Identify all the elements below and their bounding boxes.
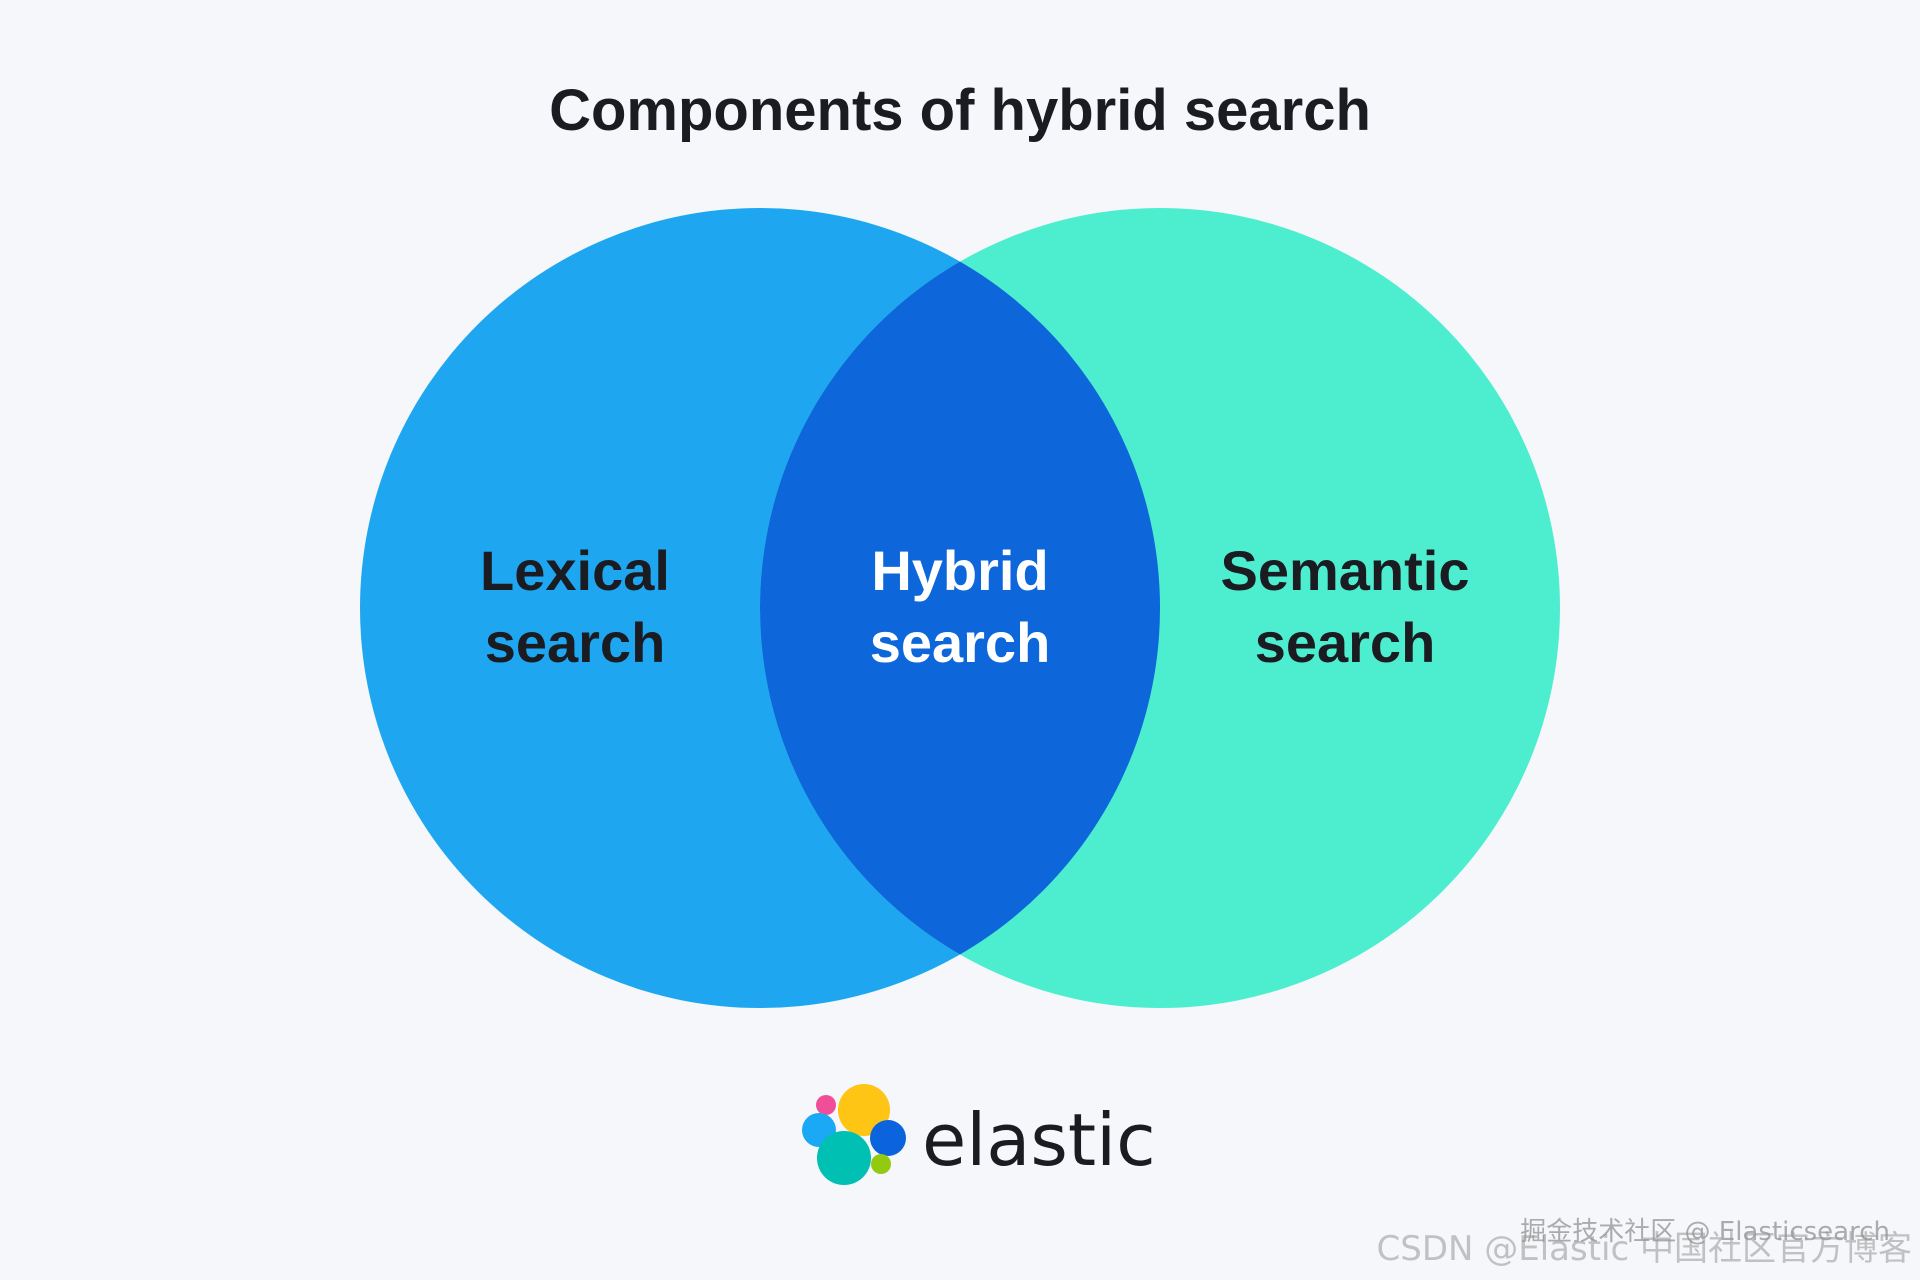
hybrid-search-intersection [760, 208, 1160, 1008]
semantic-label-line1: Semantic [1221, 539, 1470, 602]
lexical-label-line2: search [485, 611, 666, 674]
lexical-search-label: Lexical search [480, 539, 670, 674]
juejin-watermark: 掘金技术社区 @ Elasticsearch [1520, 1217, 1890, 1247]
lexical-label-line1: Lexical [480, 539, 670, 602]
hybrid-label-line2: search [870, 611, 1051, 674]
hybrid-label-line1: Hybrid [871, 539, 1048, 602]
semantic-label-line2: search [1255, 611, 1436, 674]
elastic-logo-icon [802, 1084, 906, 1185]
csdn-watermark: CSDN @Elastic 中国社区官方博客 [1377, 1229, 1913, 1269]
diagram-title: Components of hybrid search [549, 78, 1371, 143]
hybrid-search-label: Hybrid search [870, 539, 1051, 674]
semantic-search-label: Semantic search [1221, 539, 1470, 674]
elastic-wordmark: elastic [922, 1098, 1156, 1182]
